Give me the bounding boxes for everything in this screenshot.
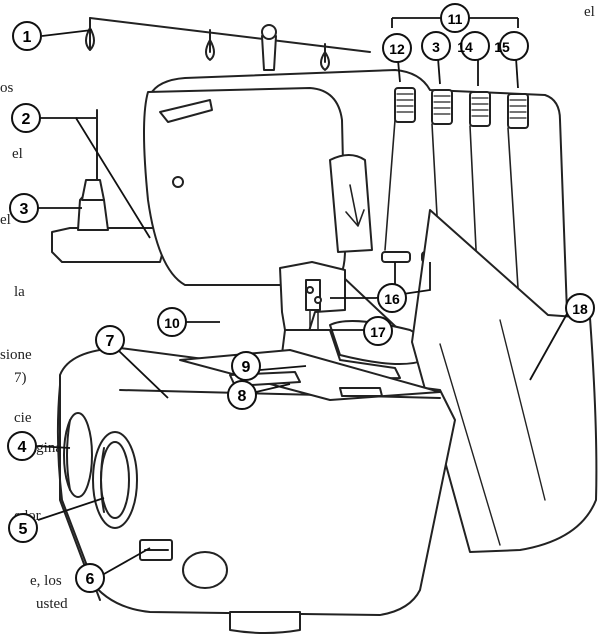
handwheel-small xyxy=(63,412,93,498)
callout-4: 4 xyxy=(7,431,37,461)
callout-12: 12 xyxy=(382,33,412,63)
bg-text-fragment: cie xyxy=(14,410,32,426)
bg-text-fragment: el xyxy=(0,212,11,228)
bg-text-fragment: el xyxy=(584,4,595,20)
callout-7: 7 xyxy=(95,325,125,355)
callout-16: 16 xyxy=(377,283,407,313)
svg-text:4: 4 xyxy=(18,439,27,456)
callout-11: 11 xyxy=(440,3,470,33)
svg-text:14: 14 xyxy=(457,39,473,55)
svg-text:6: 6 xyxy=(86,571,95,588)
svg-text:9: 9 xyxy=(242,359,251,376)
side-cover xyxy=(411,209,598,553)
bg-text-fragment: usted xyxy=(36,596,68,612)
callout-3: 3 xyxy=(9,193,39,223)
svg-text:2: 2 xyxy=(22,111,31,128)
callout-8: 8 xyxy=(227,380,257,410)
svg-text:10: 10 xyxy=(164,315,180,331)
svg-text:15: 15 xyxy=(494,39,510,55)
thread-guide-loop xyxy=(85,17,95,51)
thread-stand-base xyxy=(51,227,166,263)
bg-text-fragment: la xyxy=(14,284,25,300)
svg-text:3: 3 xyxy=(432,39,440,55)
callout-2: 2 xyxy=(11,103,41,133)
svg-text:8: 8 xyxy=(238,388,247,405)
thread-guide-bar xyxy=(89,17,371,53)
machine-foot xyxy=(229,611,301,634)
cover-knob xyxy=(172,176,184,188)
callout-18: 18 xyxy=(565,293,595,323)
callout-17: 17 xyxy=(363,316,393,346)
svg-text:17: 17 xyxy=(370,324,386,340)
svg-text:3: 3 xyxy=(20,201,29,218)
callout-5: 5 xyxy=(8,513,38,543)
tension-dials xyxy=(394,87,529,129)
bg-text-fragment: el xyxy=(12,146,23,162)
callout-9: 9 xyxy=(231,351,261,381)
leader-lines xyxy=(35,17,569,575)
bg-text-fragment: os xyxy=(0,80,14,96)
thread-guide-plate xyxy=(329,154,373,253)
callout-15: 15 xyxy=(494,31,529,61)
thread-post xyxy=(261,35,277,71)
callout-6: 6 xyxy=(75,563,105,593)
callout-14: 14 xyxy=(457,31,490,61)
bg-text-fragment: 7) xyxy=(14,370,27,386)
svg-text:7: 7 xyxy=(106,333,115,350)
bg-text-fragment: sione xyxy=(0,347,32,363)
svg-text:11: 11 xyxy=(448,11,463,27)
needle-holder xyxy=(305,279,321,311)
svg-text:12: 12 xyxy=(389,41,405,57)
svg-text:5: 5 xyxy=(19,521,28,538)
callout-markers: 1 2 3 4 5 6 7 8 9 10 11 12 3 14 15 16 17… xyxy=(7,3,595,593)
svg-text:18: 18 xyxy=(572,301,588,317)
callout-10: 10 xyxy=(157,307,187,337)
callout-1: 1 xyxy=(12,21,42,51)
svg-text:16: 16 xyxy=(384,291,400,307)
callout-13: 3 xyxy=(421,31,451,61)
svg-text:1: 1 xyxy=(23,29,32,46)
bg-text-fragment: e, los xyxy=(30,573,62,589)
front-cover xyxy=(143,87,346,286)
